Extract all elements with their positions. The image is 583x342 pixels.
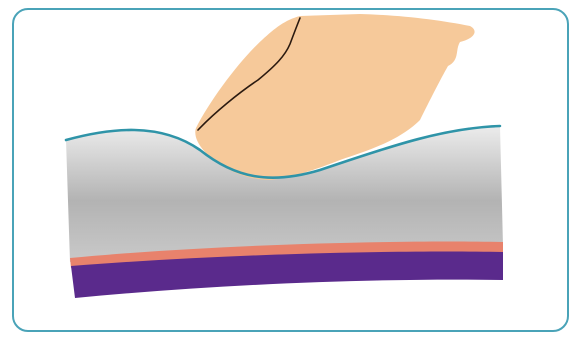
foam-press-illustration [0, 0, 583, 342]
